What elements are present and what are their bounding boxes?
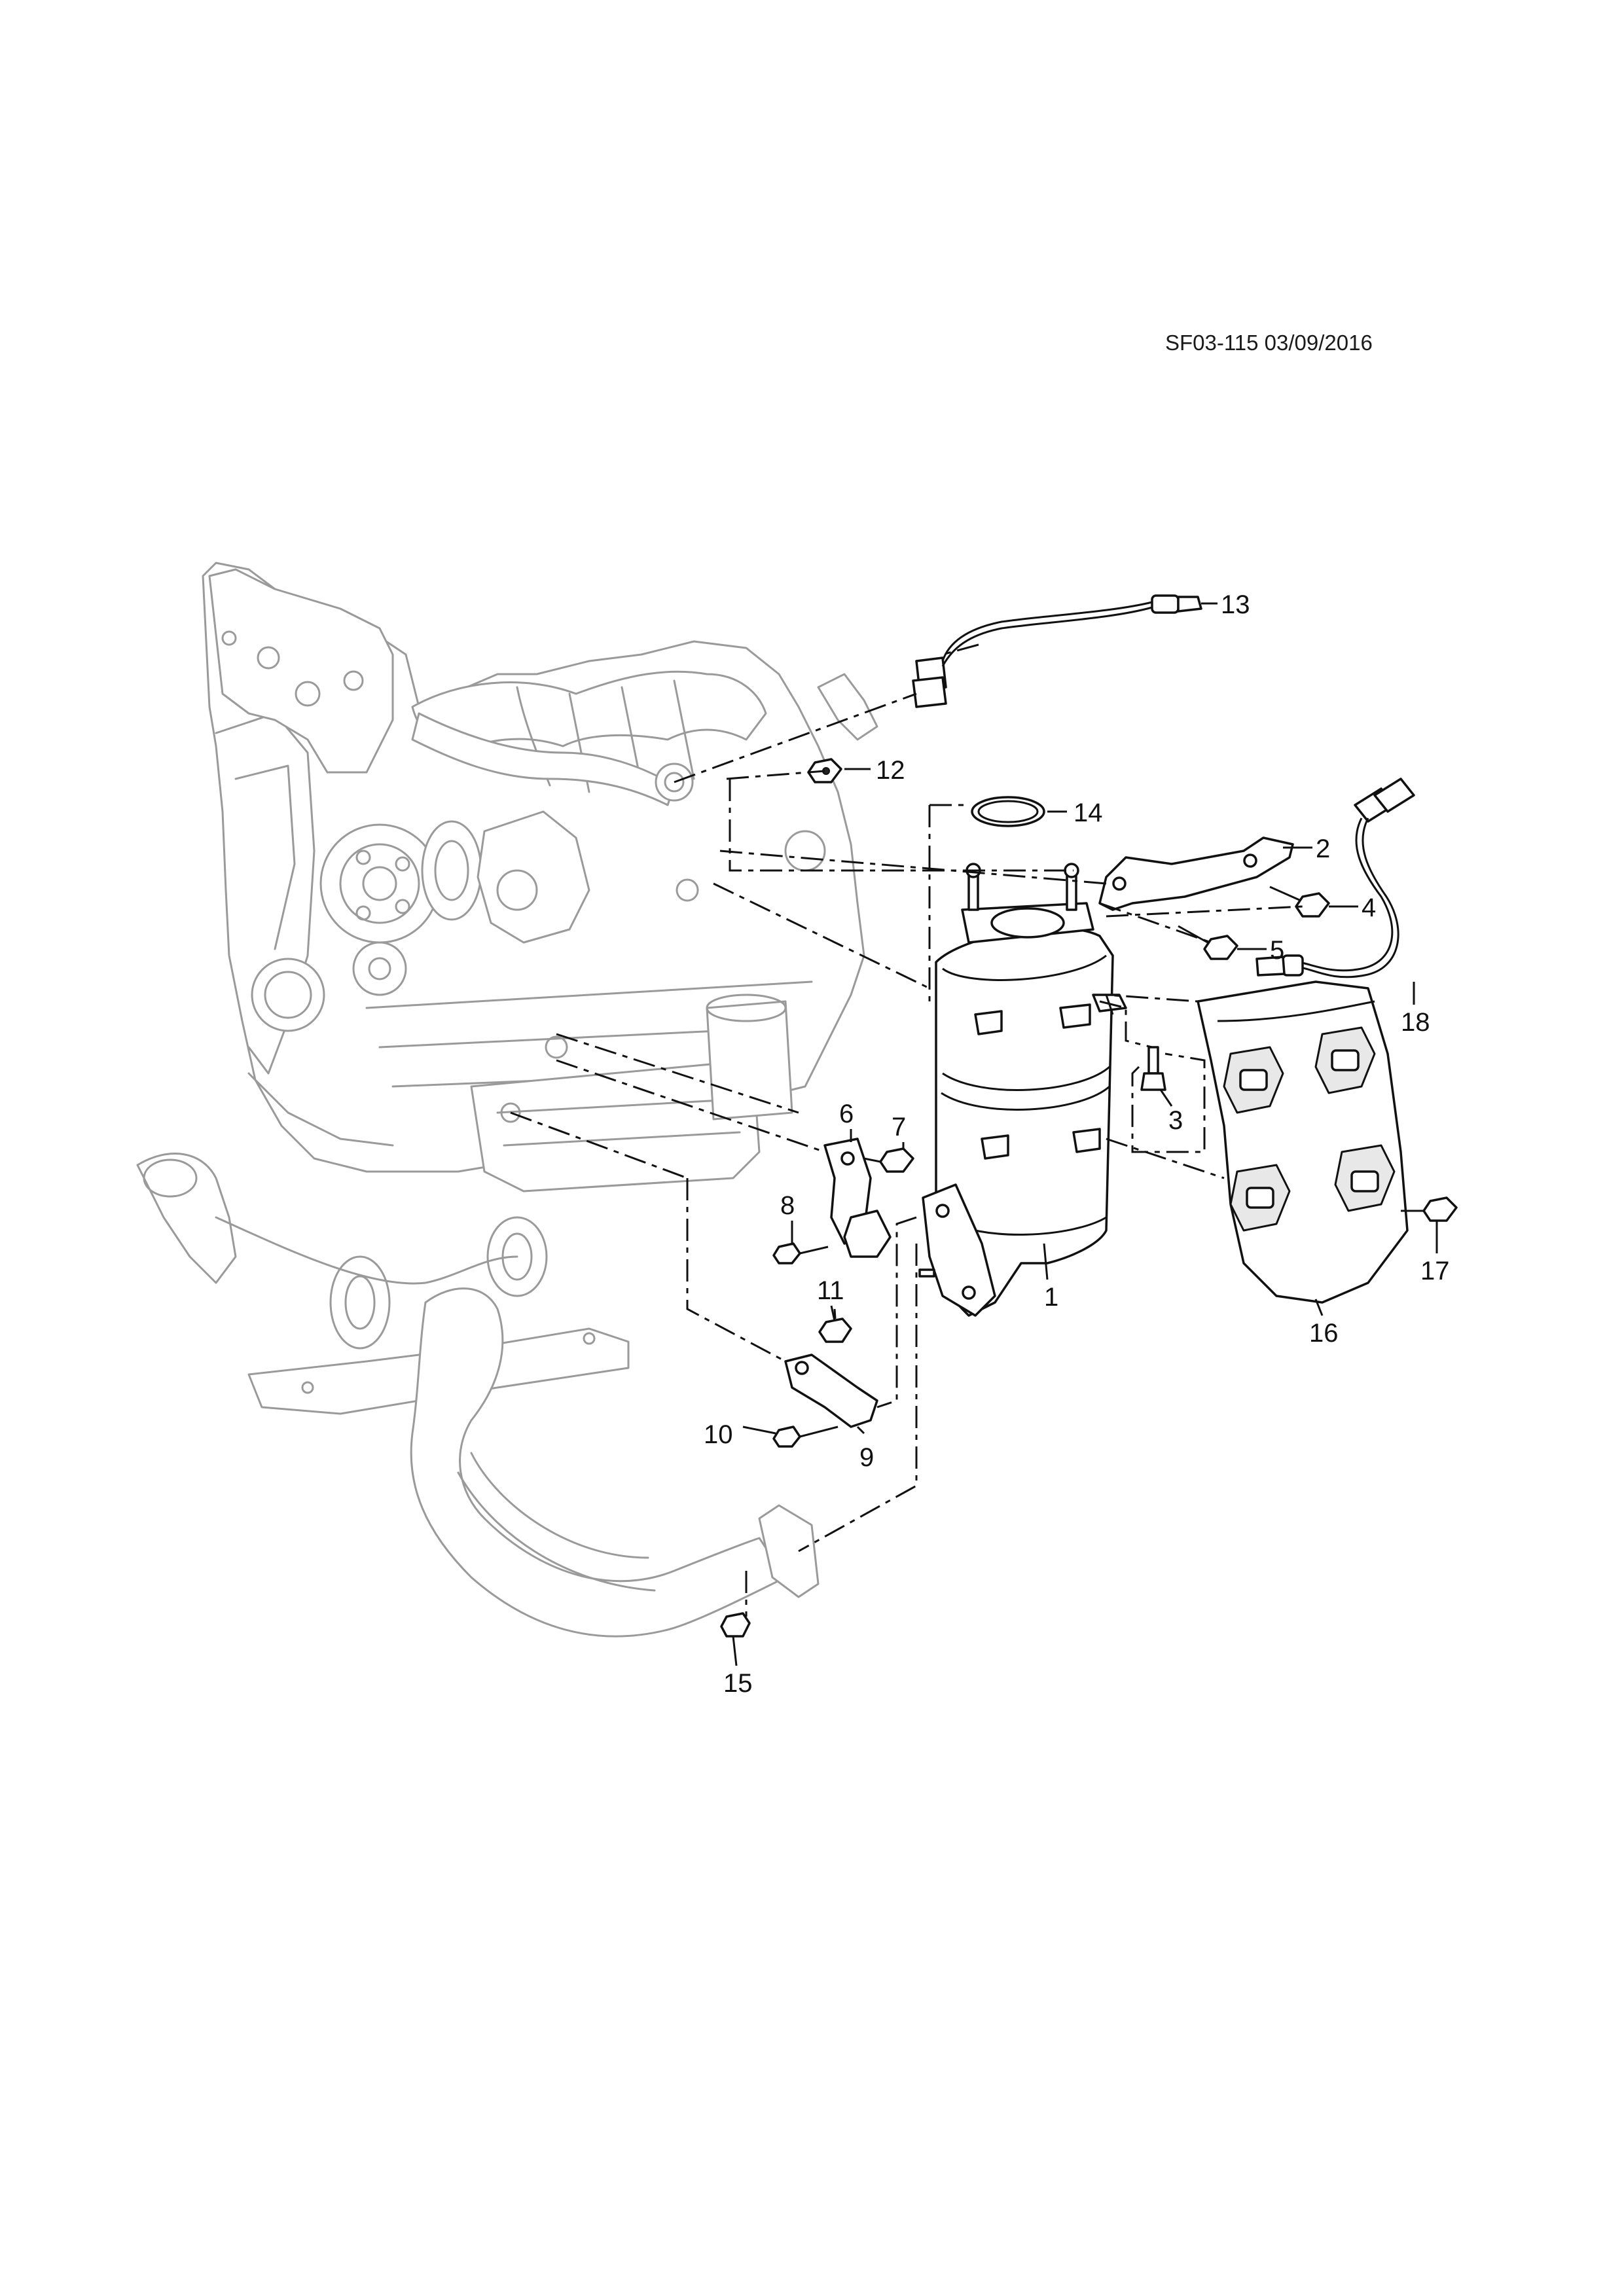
fasteners	[720, 758, 1458, 1638]
subframe-context	[136, 1153, 630, 1415]
callout-labels: 1 2 3 4 5 6 7 8 9 10 11 12 13 14 15 16 1…	[704, 590, 1450, 1698]
gasket	[971, 796, 1045, 827]
callout-3: 3	[1168, 1106, 1183, 1135]
callout-10: 10	[704, 1420, 733, 1449]
callout-6: 6	[839, 1100, 854, 1128]
callout-14: 14	[1074, 798, 1103, 827]
callout-8: 8	[780, 1191, 795, 1220]
engine-block-context	[202, 562, 878, 1193]
callout-2: 2	[1316, 834, 1330, 863]
leader-lines	[732, 602, 1438, 1666]
callout-5: 5	[1270, 936, 1284, 965]
callout-7: 7	[892, 1113, 906, 1141]
upstream-oxygen-sensor	[912, 594, 1202, 708]
callout-18: 18	[1401, 1008, 1430, 1037]
downstream-oxygen-sensor	[1255, 778, 1415, 978]
callout-1: 1	[1044, 1283, 1058, 1312]
catalytic-converter	[918, 863, 1127, 1317]
assembly-lines	[510, 643, 1303, 1617]
callout-15: 15	[723, 1669, 753, 1698]
callout-4: 4	[1362, 893, 1376, 922]
diagram-reference-code: SF03-115 03/09/2016	[1165, 331, 1373, 355]
callout-13: 13	[1221, 590, 1250, 619]
bracket	[1098, 836, 1294, 911]
front-exhaust-pipe-context	[410, 1287, 820, 1638]
callout-16: 16	[1309, 1319, 1339, 1348]
callout-11: 11	[817, 1276, 844, 1305]
callout-12: 12	[876, 756, 905, 785]
heat-shield	[1197, 980, 1409, 1304]
callout-17: 17	[1420, 1257, 1450, 1285]
callout-9: 9	[859, 1443, 874, 1472]
